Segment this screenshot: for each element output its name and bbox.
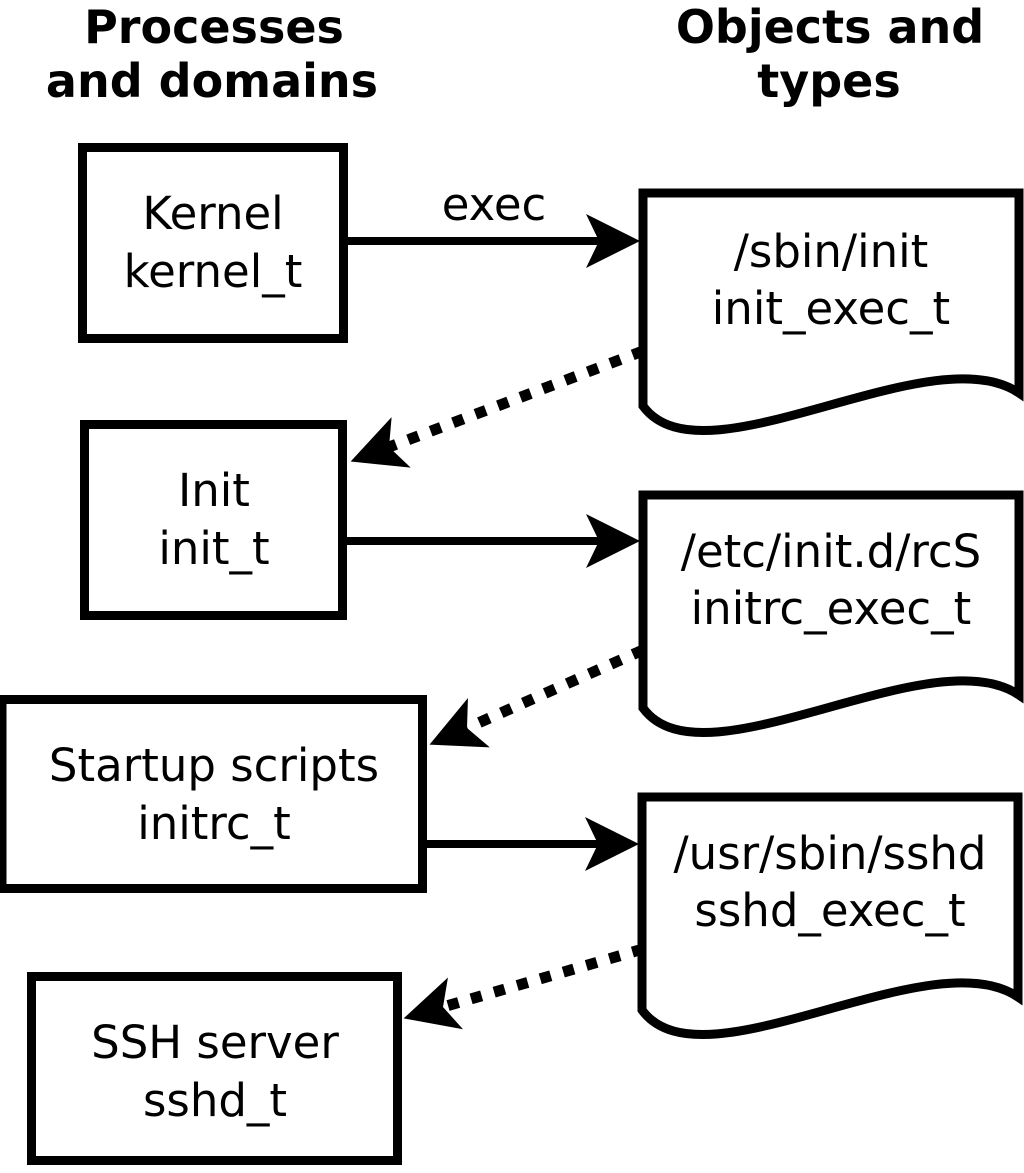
document-shape — [638, 490, 1024, 737]
object-doc-sbin-init-path: /sbin/init — [734, 225, 929, 278]
process-box-init — [80, 420, 347, 620]
transition-arrow-sbin-init-to-init — [350, 345, 645, 468]
processes-column-header-line1: Processes — [84, 0, 344, 54]
transition-arrow-sshd-to-ssh-server — [403, 943, 645, 1030]
object-doc-sbin-init-type: init_exec_t — [712, 282, 950, 335]
process-box-init-domain: init_t — [158, 522, 269, 575]
exec-arrow-label: exec — [442, 178, 547, 231]
process-box-kernel-name: Kernel — [142, 187, 283, 240]
process-box-kernel-domain: kernel_t — [124, 245, 303, 298]
object-doc-sbin-init — [638, 188, 1024, 435]
process-box-ssh-server — [27, 972, 402, 1165]
objects-column-header-line2: types — [757, 54, 900, 108]
document-shape — [638, 188, 1024, 435]
process-box-startup-scripts — [0, 695, 427, 893]
object-doc-etc-initd-rcs — [638, 490, 1024, 737]
process-box-ssh-server-name: SSH server — [91, 1016, 339, 1069]
process-box-startup-scripts-domain: initrc_t — [137, 797, 291, 850]
object-doc-usr-sbin-sshd-type: sshd_exec_t — [694, 884, 965, 937]
object-doc-etc-initd-rcs-path: /etc/init.d/rcS — [681, 525, 981, 578]
processes-column-header-line2: and domains — [46, 54, 378, 108]
process-box-init-name: Init — [178, 464, 250, 517]
objects-column-header-line1: Objects and — [676, 0, 984, 54]
object-doc-etc-initd-rcs-type: initrc_exec_t — [691, 582, 972, 635]
process-box-kernel — [78, 143, 348, 343]
document-shape — [637, 792, 1023, 1039]
transition-arrow-rcs-to-startup-scripts — [429, 644, 646, 748]
process-box-ssh-server-domain: sshd_t — [143, 1074, 287, 1127]
object-doc-usr-sbin-sshd — [637, 792, 1023, 1039]
object-doc-usr-sbin-sshd-path: /usr/sbin/sshd — [674, 827, 987, 880]
process-box-startup-scripts-name: Startup scripts — [49, 739, 379, 792]
